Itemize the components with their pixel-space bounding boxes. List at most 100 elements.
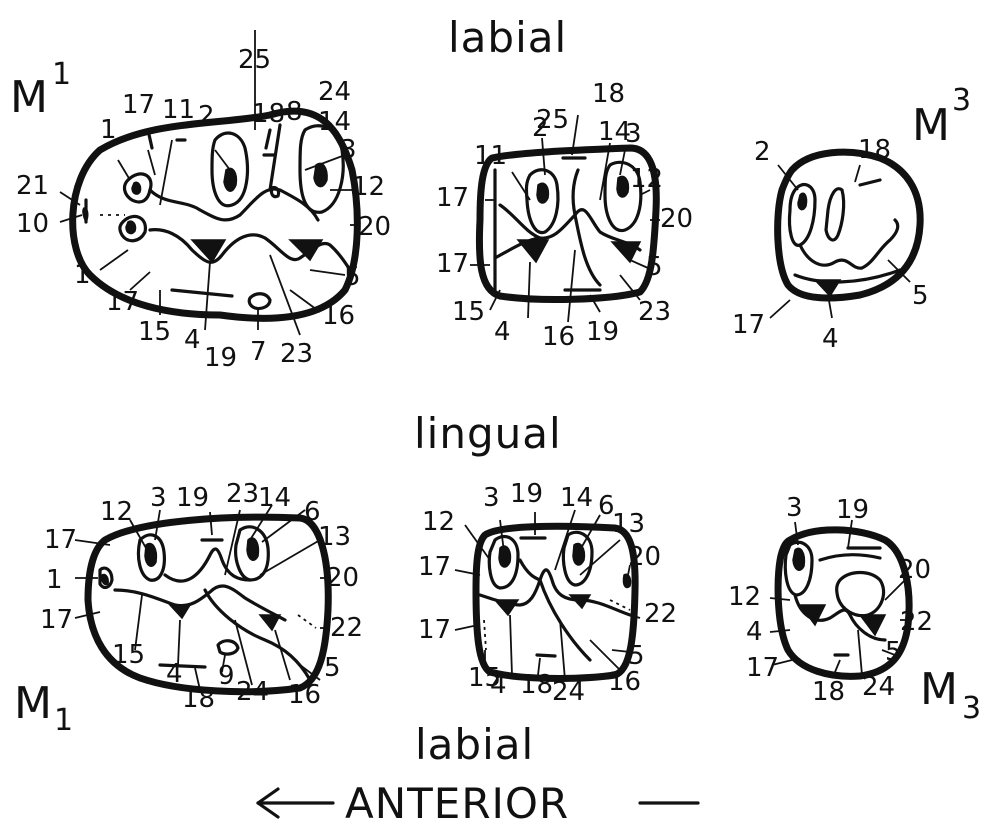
structure-label-uM1-11: 12: [352, 172, 385, 202]
tooth-lower-M3: [774, 526, 913, 680]
structure-label-uM1-12: 10: [16, 209, 49, 239]
structure-label-lM1-12: 15: [112, 640, 145, 670]
structure-label-uM1-15: 5: [344, 262, 361, 292]
structure-label-uM3-0: 2: [754, 137, 771, 167]
structure-label-lM2-14: 24: [552, 677, 585, 707]
structure-label-lM1-10: 17: [40, 605, 73, 635]
structure-label-lM3-7: 17: [746, 653, 779, 683]
structure-label-lM1-13: 5: [324, 653, 341, 683]
structure-label-uM2-15: 23: [638, 297, 671, 327]
structure-label-lM2-3: 3: [483, 483, 500, 513]
structure-label-lM3-5: 4: [746, 617, 763, 647]
structure-label-lM3-0: 3: [786, 493, 803, 523]
leader-lines-lower-M1: [74, 504, 330, 691]
leader-lines-lower-M3: [769, 519, 910, 676]
structure-label-uM2-1: 18: [592, 79, 625, 109]
structure-label-lM3-3: 12: [728, 582, 761, 612]
structure-label-uM1-20: 19: [204, 343, 237, 373]
structure-label-uM1-8: 1: [100, 115, 117, 145]
structure-label-lM2-1: 14: [560, 483, 593, 513]
leader-lines-upper-M1: [59, 139, 358, 336]
structure-label-lM1-15: 9: [218, 661, 235, 691]
tooth-lower-M2: [472, 522, 639, 682]
structure-label-uM3-3: 17: [732, 310, 765, 340]
structure-label-uM2-0: 25: [536, 105, 569, 135]
molar-label-M1-upper: M 1: [10, 57, 71, 123]
structure-label-lM3-2: 20: [898, 555, 931, 585]
structure-label-lM2-15: 16: [608, 667, 641, 697]
structure-label-lM3-9: 24: [862, 672, 895, 702]
structure-label-uM1-4: 14: [318, 107, 351, 137]
structure-label-uM1-16: 17: [106, 287, 139, 317]
structure-label-lM2-12: 4: [490, 670, 507, 700]
labels-upper-M1: 25 24 8 18 14 17 11 2 1 3 21 12 10 20 1 …: [16, 45, 391, 373]
structure-label-uM3-2: 5: [912, 281, 929, 311]
molar-label-M3-upper: M 3: [912, 83, 971, 151]
molar-M3_upper-base: M: [912, 100, 950, 151]
structure-label-lM1-18: 24: [236, 677, 269, 707]
tooth-upper-M3: [774, 148, 924, 302]
structure-label-uM1-0: 25: [238, 45, 271, 75]
structure-label-lM1-5: 3: [150, 483, 167, 513]
structure-label-lM3-6: 5: [885, 637, 902, 667]
heading-lingual: lingual: [414, 409, 562, 458]
structure-label-lM3-4: 22: [900, 607, 933, 637]
structure-label-lM2-10: 5: [628, 641, 645, 671]
molar-M1_lower-base: M: [14, 678, 52, 729]
structure-label-uM2-7: 17: [436, 183, 469, 213]
structure-label-lM1-9: 20: [326, 563, 359, 593]
structure-label-uM2-5: 3: [625, 119, 642, 149]
structure-label-lM2-5: 12: [422, 507, 455, 537]
molar-M1_lower-index: 1: [54, 703, 73, 738]
labels-lower-M2: 19 14 6 3 13 12 20 17 22 17 5 15 4 18 24…: [418, 479, 677, 707]
structure-label-lM1-0: 19: [176, 483, 209, 513]
structure-label-uM2-12: 4: [494, 317, 511, 347]
arrow-left-icon: [256, 787, 335, 819]
structure-label-uM3-1: 18: [858, 135, 891, 165]
structure-label-uM1-2: 8: [286, 97, 303, 127]
structure-label-uM1-21: 7: [250, 337, 267, 367]
structure-label-lM3-8: 18: [812, 677, 845, 707]
molar-M3_lower-index: 3: [962, 691, 981, 726]
structure-label-uM1-14: 1: [74, 260, 91, 290]
labels-upper-M2: 25 18 11 2 14 3 12 17 20 17 5 15 4 16 19…: [436, 79, 693, 352]
heading-labial-bottom: labial: [415, 720, 534, 769]
labels-lower-M1: 19 23 14 6 12 3 17 13 1 20 17 22 15 5 4 …: [40, 479, 363, 714]
structure-label-lM1-17: 18: [182, 684, 215, 714]
structure-label-lM2-2: 6: [598, 491, 615, 521]
heading-anterior: ANTERIOR: [345, 779, 569, 828]
structure-label-lM1-11: 22: [330, 613, 363, 643]
structure-label-lM1-6: 17: [44, 525, 77, 555]
structure-label-uM1-5: 17: [122, 90, 155, 120]
leader-lines-lower-M2: [454, 509, 641, 681]
structure-label-uM1-9: 3: [340, 135, 357, 165]
leader-lines-upper-M3: [769, 164, 911, 319]
structure-label-lM3-1: 19: [836, 495, 869, 525]
tooth-upper-M1: [69, 30, 361, 322]
leader-lines-upper-M2: [470, 114, 660, 323]
structure-label-uM1-1: 24: [318, 77, 351, 107]
structure-label-lM2-0: 19: [510, 479, 543, 509]
structure-label-lM1-16: 16: [288, 680, 321, 710]
molar-label-M3-lower: M 3: [920, 664, 981, 726]
structure-label-lM1-7: 13: [318, 522, 351, 552]
structure-label-uM1-13: 20: [358, 212, 391, 242]
structure-label-uM2-13: 16: [542, 322, 575, 352]
structure-label-uM1-7: 2: [198, 101, 215, 131]
structure-label-uM2-3: 2: [532, 113, 549, 143]
structure-label-uM2-8: 20: [660, 204, 693, 234]
structure-label-uM1-3: 18: [252, 99, 285, 129]
labels-upper-M3: 2 18 5 17 4: [732, 135, 929, 354]
structure-label-lM1-1: 23: [226, 479, 259, 509]
structure-label-uM2-4: 14: [598, 117, 631, 147]
structure-label-lM1-4: 12: [100, 497, 133, 527]
structure-label-uM2-10: 5: [646, 252, 663, 282]
molar-M1_upper-base: M: [10, 72, 48, 123]
structure-label-uM1-17: 15: [138, 317, 171, 347]
molar-M3_upper-index: 3: [952, 83, 971, 118]
structure-label-uM2-11: 15: [452, 297, 485, 327]
structure-label-lM2-13: 18: [520, 670, 553, 700]
structure-label-lM2-4: 13: [612, 509, 645, 539]
molar-M3_lower-base: M: [920, 664, 958, 715]
